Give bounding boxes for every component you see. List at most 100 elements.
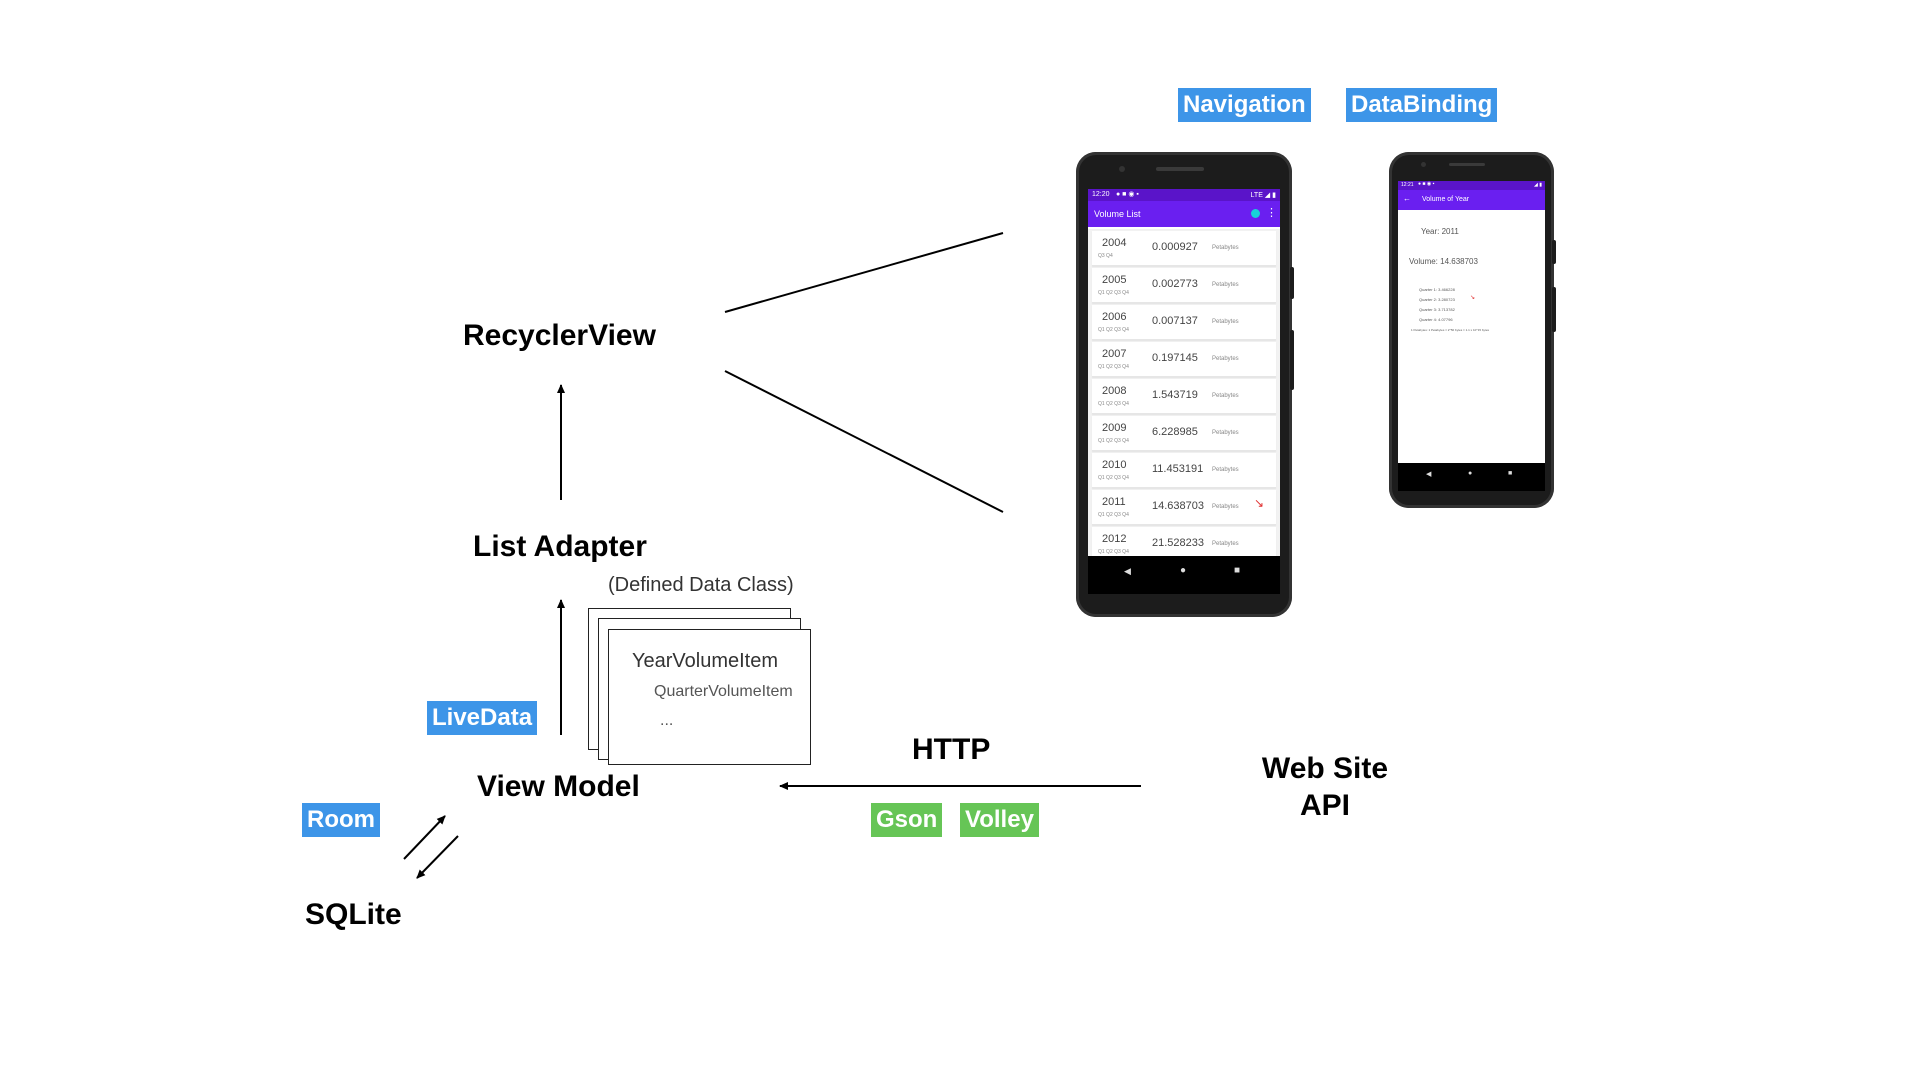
list-item[interactable]: 2007 Q1 Q2 Q3 Q4 0.197145 Petabytes [1092,342,1276,377]
app-bar: Volume List ⋮ [1088,201,1280,227]
phone-volume-detail: 12:21 ● ■ ◉ ▪ ◢ ▮ ← Volume of Year Year:… [1389,152,1556,508]
detail-footnote: 1 Petabytes: 1 Petabytes = 2^50 bytes = … [1411,328,1490,332]
row-unit: Petabytes [1212,504,1239,510]
detail-quarter-3: Quarter 3: 3.713782 [1419,307,1455,312]
status-time: 12:21 [1401,182,1414,188]
row-year: 2010 [1102,459,1127,471]
app-bar-title: Volume of Year [1422,196,1470,203]
row-volume: 1.543719 [1152,389,1198,401]
line-recyclerview-upper [724,232,1004,313]
row-quarters: Q1 Q2 Q3 Q4 [1098,364,1129,370]
row-volume: 0.000927 [1152,241,1198,253]
row-year: 2006 [1102,311,1127,323]
row-volume: 0.007137 [1152,315,1198,327]
trend-down-icon: ↘ [1470,295,1476,301]
front-camera [1421,162,1426,167]
sqlite-label: SQLite [305,898,402,931]
row-quarters: Q1 Q2 Q3 Q4 [1098,327,1129,333]
databinding-tag: DataBinding [1346,88,1498,122]
row-quarters: Q1 Q2 Q3 Q4 [1098,290,1129,296]
line-recyclerview-lower [724,370,1004,513]
home-nav-icon[interactable]: ● [1180,565,1187,576]
notification-icons: ● ■ ◉ ▪ [1418,181,1435,187]
list-adapter-label: List Adapter [473,530,647,563]
back-arrow-icon[interactable]: ← [1403,194,1411,203]
data-class-dots: ... [660,712,674,729]
speaker-grille [1449,163,1485,166]
list-item[interactable]: 2008 Q1 Q2 Q3 Q4 1.543719 Petabytes [1092,379,1276,414]
nav-bar: ◀ ● ■ [1088,556,1280,594]
detail-quarter-4: Quarter 4: 4.07796 [1419,317,1453,322]
row-volume: 0.197145 [1152,352,1198,364]
row-year: 2008 [1102,385,1127,397]
row-quarters: Q1 Q2 Q3 Q4 [1098,512,1129,518]
signal-battery-icons: LTE ◢ ▮ [1250,192,1276,199]
http-label: HTTP [912,733,991,766]
navigation-tag: Navigation [1178,88,1311,122]
home-nav-icon[interactable]: ● [1468,470,1473,477]
livedata-tag: LiveData [427,701,538,735]
list-item[interactable]: 2006 Q1 Q2 Q3 Q4 0.007137 Petabytes [1092,305,1276,340]
recents-nav-icon[interactable]: ■ [1508,470,1513,477]
detail-year: Year: 2011 [1421,227,1459,236]
signal-battery-icons: ◢ ▮ [1534,182,1542,188]
list-item[interactable]: 2005 Q1 Q2 Q3 Q4 0.002773 Petabytes [1092,268,1276,303]
row-quarters: Q1 Q2 Q3 Q4 [1098,401,1129,407]
row-year: 2009 [1102,422,1127,434]
recyclerview-label: RecyclerView [463,319,656,352]
gson-tag: Gson [871,803,943,837]
row-volume: 14.638703 [1152,500,1204,512]
trend-down-icon: ↘ [1254,496,1265,510]
status-bar: 12:21 ● ■ ◉ ▪ ◢ ▮ [1398,181,1545,190]
phone-volume-list: 12:20 ● ■ ◉ ▪ LTE ◢ ▮ Volume List ⋮ 2004… [1076,152,1294,617]
detail-volume: Volume: 14.638703 [1409,257,1478,266]
row-unit: Petabytes [1212,430,1239,436]
row-unit: Petabytes [1212,319,1239,325]
app-bar: ← Volume of Year [1398,190,1545,210]
data-class-title: YearVolumeItem [632,650,779,672]
list-item[interactable]: 2009 Q1 Q2 Q3 Q4 6.228985 Petabytes [1092,416,1276,451]
volume-button [1552,240,1556,264]
back-nav-icon[interactable]: ◀ [1426,471,1432,478]
app-bar-title: Volume List [1094,209,1141,219]
list-item[interactable]: 2011 Q1 Q2 Q3 Q4 14.638703 Petabytes ↘ [1092,490,1276,525]
row-unit: Petabytes [1212,467,1239,473]
row-year: 2011 [1102,496,1126,508]
row-year: 2007 [1102,348,1127,360]
room-tag: Room [302,803,380,837]
row-quarters: Q1 Q2 Q3 Q4 [1098,438,1129,444]
recents-nav-icon[interactable]: ■ [1234,565,1241,576]
notification-icons: ● ■ ◉ ▪ [1116,191,1139,198]
api-label: API [1299,789,1350,822]
row-unit: Petabytes [1212,356,1239,362]
phone-screen: 12:21 ● ■ ◉ ▪ ◢ ▮ ← Volume of Year Year:… [1398,181,1545,491]
status-bar: 12:20 ● ■ ◉ ▪ LTE ◢ ▮ [1088,189,1280,201]
sync-indicator-icon[interactable] [1251,209,1260,218]
volume-button [1290,267,1294,299]
row-year: 2004 [1102,237,1127,249]
overflow-menu-icon[interactable]: ⋮ [1266,207,1277,219]
nav-bar: ◀ ● ■ [1398,463,1545,491]
row-volume: 21.528233 [1152,537,1204,549]
list-item[interactable]: 2010 Q1 Q2 Q3 Q4 11.453191 Petabytes [1092,453,1276,488]
row-volume: 11.453191 [1152,463,1204,475]
volley-tag: Volley [960,803,1039,837]
status-time: 12:20 [1092,191,1110,198]
detail-quarter-2: Quarter 2: 3.280723 [1419,297,1455,302]
row-quarters: Q1 Q2 Q3 Q4 [1098,549,1129,555]
row-quarters: Q3 Q4 [1098,253,1113,259]
row-unit: Petabytes [1212,282,1239,288]
row-year: 2005 [1102,274,1127,286]
back-nav-icon[interactable]: ◀ [1124,566,1131,576]
row-volume: 6.228985 [1152,426,1198,438]
power-button [1552,287,1556,332]
speaker-grille [1156,167,1204,171]
row-year: 2012 [1102,533,1127,545]
row-unit: Petabytes [1212,393,1239,399]
row-volume: 0.002773 [1152,278,1198,290]
row-unit: Petabytes [1212,541,1239,547]
row-quarters: Q1 Q2 Q3 Q4 [1098,475,1129,481]
